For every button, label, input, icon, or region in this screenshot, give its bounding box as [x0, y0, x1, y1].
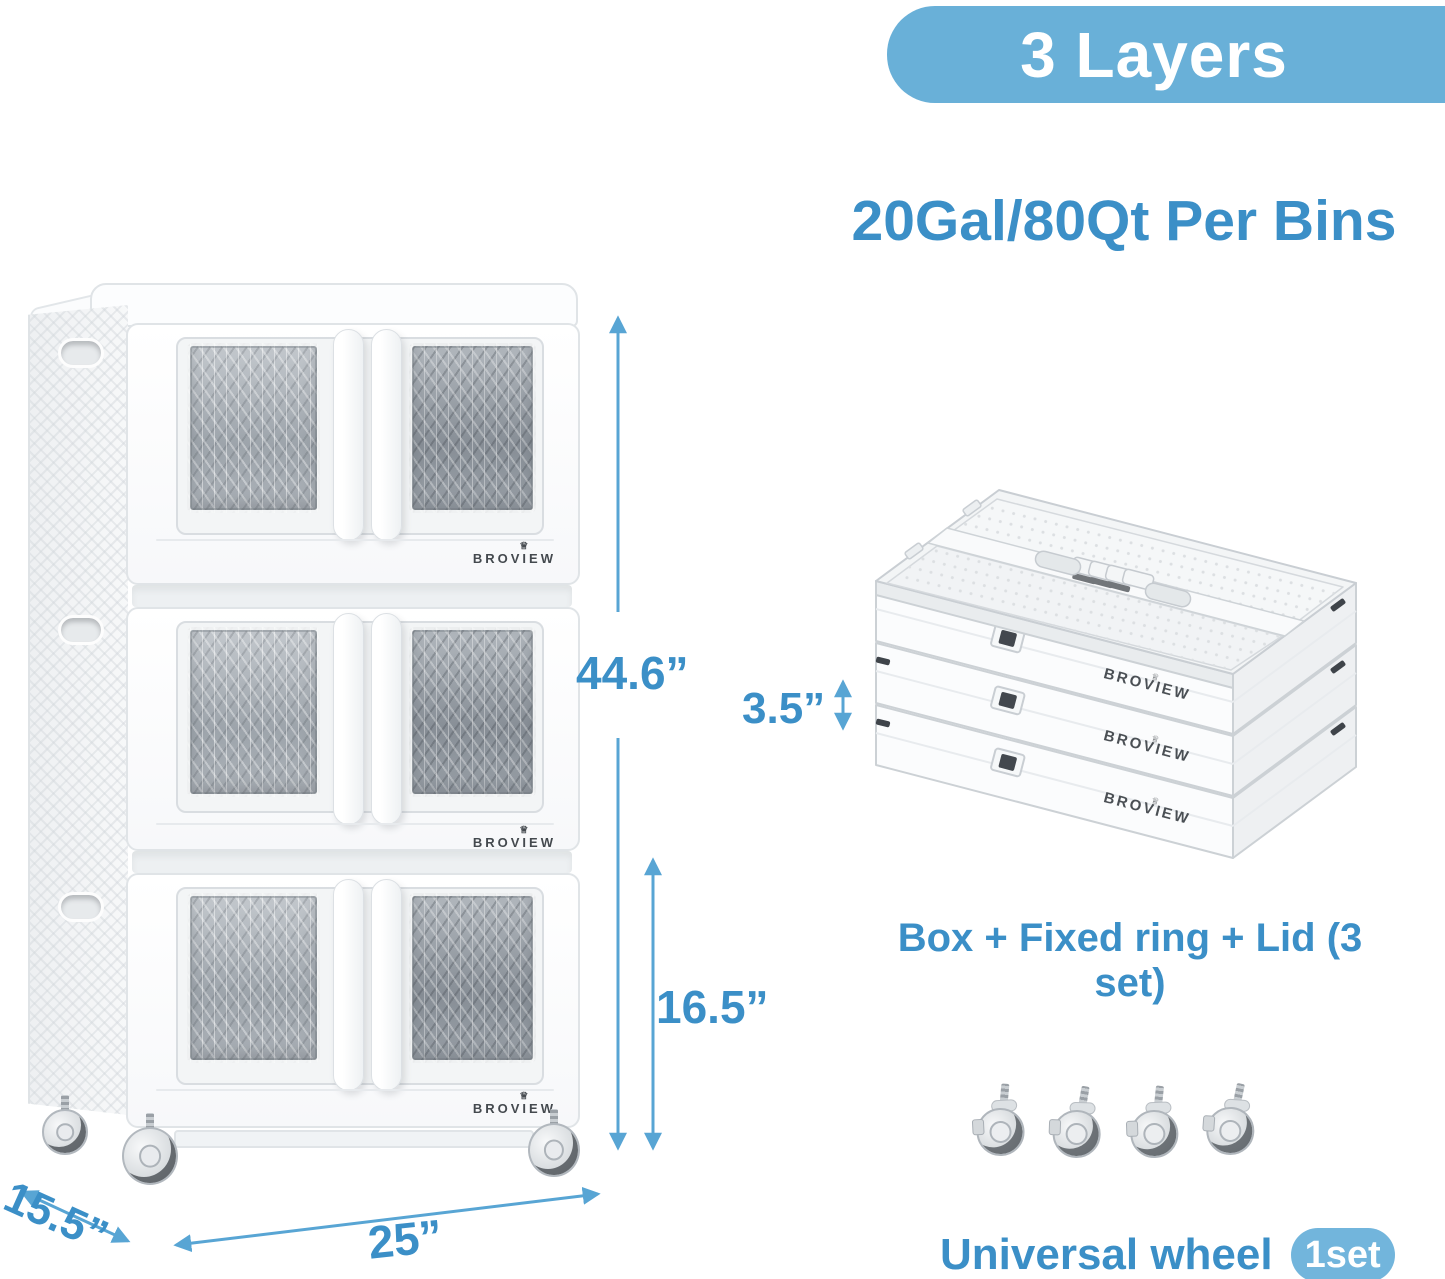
layers-badge: 3 Layers: [887, 6, 1445, 103]
door-handle: [333, 329, 364, 541]
unit-separator: [132, 851, 572, 873]
right-door-window: [409, 627, 536, 797]
door-handle: [371, 879, 402, 1091]
right-door-window: [409, 893, 536, 1063]
right-door-window: [409, 343, 536, 513]
door-sill-line: [156, 823, 554, 825]
folded-lid: [875, 489, 1357, 689]
door-handle: [371, 613, 402, 825]
crown-icon: ♕: [519, 1091, 529, 1102]
crown-icon: ♕: [1150, 671, 1160, 683]
folded-set-caption: Box + Fixed ring + Lid (3 set): [897, 916, 1363, 1005]
universal-wheel: [1200, 1081, 1261, 1161]
wheel-label: Universal wheel: [940, 1230, 1273, 1279]
left-door-window: [187, 627, 320, 797]
cabinet-front: ♕BROVIEW ♕BROVIEW ♕B: [126, 323, 580, 1171]
depth-arrow: [19, 1190, 131, 1243]
door-handle: [371, 329, 402, 541]
storage-unit-1: ♕BROVIEW: [126, 323, 580, 585]
crown-icon: ♕: [519, 541, 529, 552]
universal-wheel: [970, 1083, 1030, 1162]
crown-icon: ♕: [1150, 733, 1160, 745]
storage-unit-3: ♕BROVIEW: [126, 873, 580, 1128]
capacity-subtitle: 20Gal/80Qt Per Bins: [851, 189, 1397, 253]
cabinet-caster-wheel: [122, 1113, 178, 1185]
side-handle-cutout: [58, 338, 104, 368]
door-sill-line: [156, 1089, 554, 1091]
crown-icon: ♕: [519, 825, 529, 836]
cabinet-caster-wheel: [528, 1109, 580, 1177]
brand-logo: ♕BROVIEW: [472, 1091, 556, 1116]
unit-height-label: 16.5”: [656, 981, 769, 1033]
brand-logo: ♕BROVIEW: [472, 541, 556, 566]
unit-separator: [132, 585, 572, 607]
door-sill-line: [156, 539, 554, 541]
total-height-label: 44.6”: [576, 647, 689, 699]
cabinet-side-panel: [28, 305, 128, 1115]
storage-unit-2: ♕BROVIEW: [126, 607, 580, 851]
brand-logo: ♕BROVIEW: [472, 825, 556, 850]
door-handle: [333, 879, 364, 1091]
wheel-caption-row: Universal wheel 1set: [940, 1228, 1395, 1279]
side-handle-cutout: [58, 892, 104, 922]
side-handle-cutout: [58, 615, 104, 645]
left-door-window: [187, 343, 320, 513]
universal-wheel: [1125, 1085, 1184, 1163]
layers-badge-label: 3 Layers: [1020, 18, 1288, 91]
door-handle: [333, 613, 364, 825]
folded-height-label: 3.5”: [742, 684, 826, 733]
folded-bins-stack: ♕ BROVIEW ♕ BROVIEW: [875, 489, 1357, 859]
left-door-window: [187, 893, 320, 1063]
universal-wheel: [1048, 1085, 1107, 1163]
width-arrow: [173, 1186, 601, 1253]
stacked-cabinet-illustration: ♕BROVIEW ♕BROVIEW ♕B: [28, 283, 580, 1188]
wheel-set-badge: 1set: [1290, 1228, 1395, 1279]
crown-icon: ♕: [1150, 795, 1160, 807]
cabinet-caster-wheel: [42, 1095, 88, 1155]
width-label: 25”: [365, 1209, 445, 1269]
